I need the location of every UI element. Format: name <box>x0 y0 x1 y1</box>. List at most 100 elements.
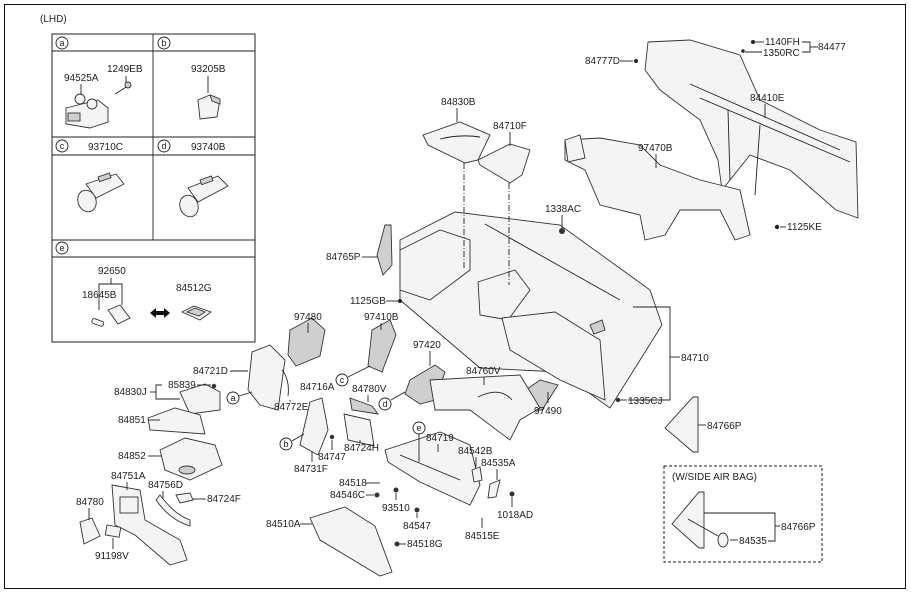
part-label-97470B: 97470B <box>638 143 673 154</box>
part-label-84830J: 84830J <box>114 387 147 398</box>
part-label-91198V: 91198V <box>95 551 129 562</box>
defrost-cover-84710F <box>477 143 531 184</box>
part-label-94525A: 94525A <box>64 73 99 84</box>
part-label-84777D: 84777D <box>585 56 620 67</box>
part-label-1140FH: 1140FH <box>765 37 800 48</box>
side-airbag-title: (W/SIDE AIR BAG) <box>672 472 757 483</box>
part-label-84772E: 84772E <box>274 402 309 413</box>
part-label-84710: 84710 <box>681 353 709 364</box>
inset-panel-b: b 93205B <box>157 36 226 120</box>
part-label-1018AD: 1018AD <box>497 510 533 521</box>
part-label-84512G: 84512G <box>176 283 212 294</box>
trim-84716A <box>299 397 329 456</box>
inset-panel-a: a 94525A 1249EB <box>55 36 143 129</box>
callout-b-main: b <box>283 439 288 449</box>
cover-84780 <box>79 517 101 545</box>
part-label-84724F: 84724F <box>207 494 241 505</box>
garnish-84760V <box>429 374 541 441</box>
part-label-93510: 93510 <box>382 503 410 514</box>
lower-panel-84751A <box>111 484 188 566</box>
part-label-84719: 84719 <box>426 433 454 444</box>
part-label-84510A: 84510A <box>266 519 301 530</box>
part-label-97410B: 97410B <box>364 312 399 323</box>
part-label-84710F: 84710F <box>493 121 527 132</box>
part-label-84535: 84535 <box>739 536 767 547</box>
part-label-84518: 84518 <box>339 478 367 489</box>
inset-panel-c: c 93710C <box>55 139 125 213</box>
part-label-1125GB: 1125GB <box>350 296 386 307</box>
part-label-1350RC: 1350RC <box>763 48 800 59</box>
part-label-84766P: 84766P <box>707 421 742 432</box>
part-label-1338AC: 1338AC <box>545 204 581 215</box>
part-label-84546C: 84546C <box>330 490 365 501</box>
side-airbag-inset: (W/SIDE AIR BAG) 84766P 84535 <box>663 465 823 563</box>
part-label-84547: 84547 <box>403 521 431 532</box>
part-label-84542B: 84542B <box>458 446 493 457</box>
part-label-84535A: 84535A <box>481 458 516 469</box>
part-label-84756D: 84756D <box>148 480 183 491</box>
part-label-84518G: 84518G <box>407 539 443 550</box>
part-label-84515E: 84515E <box>465 531 500 542</box>
part-label-84724H: 84724H <box>344 443 379 454</box>
part-label-97480: 97480 <box>294 312 322 323</box>
vent-97410B <box>367 319 397 373</box>
part-label-1249EB: 1249EB <box>107 64 143 75</box>
double-arrow-icon <box>150 308 170 318</box>
part-label-84721D: 84721D <box>193 366 228 377</box>
callout-e: e <box>59 243 64 253</box>
part-label-84410E: 84410E <box>750 93 785 104</box>
heated-seat-switch-icon <box>179 175 229 218</box>
part-label-84747: 84747 <box>318 452 346 463</box>
glove-box-lid-84510A <box>309 506 393 577</box>
part-label-84731F: 84731F <box>294 464 328 475</box>
callout-d-main: d <box>382 399 387 409</box>
bracket-84542B <box>471 466 483 483</box>
callout-a-main: a <box>230 393 235 403</box>
heater-duct-97470B <box>564 134 751 241</box>
part-label-1335CJ: 1335CJ <box>628 396 662 407</box>
part-label-1125KE: 1125KE <box>787 222 822 233</box>
trim-84756D <box>155 494 191 527</box>
connector-part-icon <box>65 93 109 129</box>
part-label-84751A: 84751A <box>111 471 146 482</box>
lamp-housing-icon <box>107 304 131 325</box>
part-label-84851: 84851 <box>118 415 146 426</box>
part-label-84716A: 84716A <box>300 382 335 393</box>
inset-panel-e: e 92650 18645B 84512G <box>55 241 212 327</box>
diagram-frame <box>4 4 906 589</box>
part-label-93710C: 93710C <box>88 142 123 153</box>
part-label-93740B: 93740B <box>191 142 226 153</box>
column-cover-84851 <box>147 407 206 435</box>
inset-panels <box>51 33 256 343</box>
cover-84780V <box>349 397 380 415</box>
variant-label: (LHD) <box>40 14 67 25</box>
switch-part-icon <box>197 94 221 120</box>
callout-b: b <box>161 38 166 48</box>
callout-c-main: c <box>340 375 345 385</box>
bulb-icon <box>91 318 105 327</box>
glove-box-84719 <box>384 431 481 506</box>
callout-c: c <box>60 141 65 151</box>
inset-panel-d: d 93740B <box>157 139 229 218</box>
part-label-97420: 97420 <box>413 340 441 351</box>
part-label-84765P: 84765P <box>326 252 361 263</box>
part-label-97490: 97490 <box>534 406 562 417</box>
screw-icon <box>114 81 132 95</box>
heated-seat-switch-icon <box>77 172 125 213</box>
label-91198V <box>104 524 122 538</box>
bracket-84535A <box>487 479 501 499</box>
part-labels: 84777D 1140FH 1350RC 84477 84410E 97470B… <box>76 37 846 562</box>
crash-pad-84710 <box>399 211 663 409</box>
part-label-84852: 84852 <box>118 451 146 462</box>
part-label-85839: 85839 <box>168 380 196 391</box>
bracket-84724F <box>175 492 194 504</box>
callout-e-main: e <box>416 423 421 433</box>
side-cover-84766P <box>664 396 699 453</box>
part-label-84780V: 84780V <box>352 384 387 395</box>
center-fascia-84721D <box>247 344 289 411</box>
side-cover-84765P <box>376 224 393 276</box>
part-label-84830B: 84830B <box>441 97 476 108</box>
part-label-84780: 84780 <box>76 497 104 508</box>
part-label-84760V: 84760V <box>466 366 501 377</box>
